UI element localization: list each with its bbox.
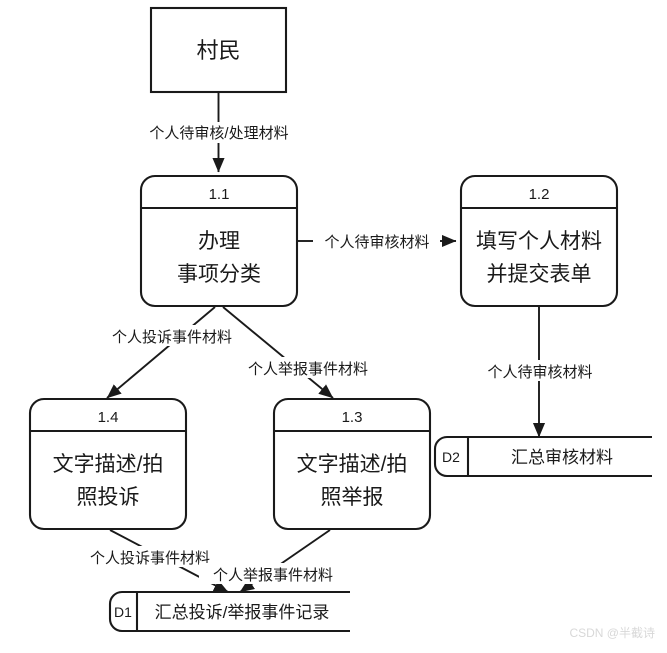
flow-line	[106, 306, 216, 399]
flow-villager-to-p11: 个人待审核/处理材料	[130, 92, 308, 173]
flow-label-backdrop	[234, 357, 382, 378]
data-store-d1[interactable]: D1 汇总投诉/举报事件记录	[108, 590, 350, 633]
process-label-line2-1-2: 并提交表单	[487, 263, 592, 286]
flow-p13-to-d1: 个人举报事件材料	[199, 529, 347, 593]
process-label-line1-1-2: 填写个人材料	[476, 230, 602, 253]
flow-label-personal-pending-review-b: 个人待审核材料	[487, 364, 592, 381]
flow-p11-to-p13: 个人举报事件材料	[222, 306, 382, 399]
flow-line	[222, 306, 334, 399]
process-label-line1-1-1: 办理	[198, 230, 240, 253]
process-label-line2-1-3: 照举报	[321, 486, 384, 509]
external-entity-villager[interactable]: 村民	[149, 6, 288, 94]
flow-label-personal-complaint-material-a: 个人投诉事件材料	[112, 329, 232, 346]
flow-p12-to-d2: 个人待审核材料	[470, 306, 610, 438]
process-number-1-2: 1.2	[529, 186, 550, 203]
process-label-line2-1-1: 事项分类	[177, 263, 261, 286]
flow-p11-to-p12: 个人待审核材料	[297, 234, 457, 251]
process-label-line2-1-4: 照投诉	[77, 486, 140, 509]
flow-label-backdrop	[470, 360, 610, 381]
flow-label-personal-report-material-b: 个人举报事件材料	[213, 567, 333, 584]
process-number-1-3: 1.3	[342, 409, 363, 426]
process-1-2[interactable]: 1.2 填写个人材料 并提交表单	[459, 174, 619, 308]
store-code-d2: D2	[442, 449, 460, 465]
store-outline	[108, 590, 350, 633]
flow-p14-to-d1: 个人投诉事件材料	[78, 529, 229, 593]
flow-label-personal-complaint-material-b: 个人投诉事件材料	[90, 550, 210, 567]
store-code-d1: D1	[114, 604, 132, 620]
watermark-text: CSDN @半截诗	[569, 626, 655, 640]
process-1-1[interactable]: 1.1 办理 事项分类	[139, 174, 299, 308]
flow-label-personal-pending-processing: 个人待审核/处理材料	[149, 125, 288, 142]
flow-label-personal-report-material-a: 个人举报事件材料	[248, 361, 368, 378]
entity-box	[149, 6, 288, 94]
process-number-1-1: 1.1	[209, 186, 230, 203]
flow-p11-to-p14: 个人投诉事件材料	[100, 306, 245, 399]
process-label-line1-1-4: 文字描述/拍	[53, 453, 164, 476]
data-store-d2[interactable]: D2 汇总审核材料	[433, 435, 652, 478]
store-label-d2: 汇总审核材料	[511, 448, 613, 467]
entity-label-villager: 村民	[196, 38, 240, 63]
process-label-line1-1-3: 文字描述/拍	[297, 453, 408, 476]
store-outline	[433, 435, 652, 478]
flow-label-backdrop	[130, 122, 308, 143]
flow-label-backdrop	[100, 325, 245, 346]
process-1-3[interactable]: 1.3 文字描述/拍 照举报	[272, 397, 432, 531]
flow-label-backdrop	[78, 546, 223, 567]
process-number-1-4: 1.4	[98, 409, 119, 426]
store-label-d1: 汇总投诉/举报事件记录	[155, 603, 330, 622]
flow-label-backdrop	[199, 563, 347, 584]
flow-label-personal-pending-review-a: 个人待审核材料	[324, 234, 429, 251]
process-1-4[interactable]: 1.4 文字描述/拍 照投诉	[28, 397, 188, 531]
